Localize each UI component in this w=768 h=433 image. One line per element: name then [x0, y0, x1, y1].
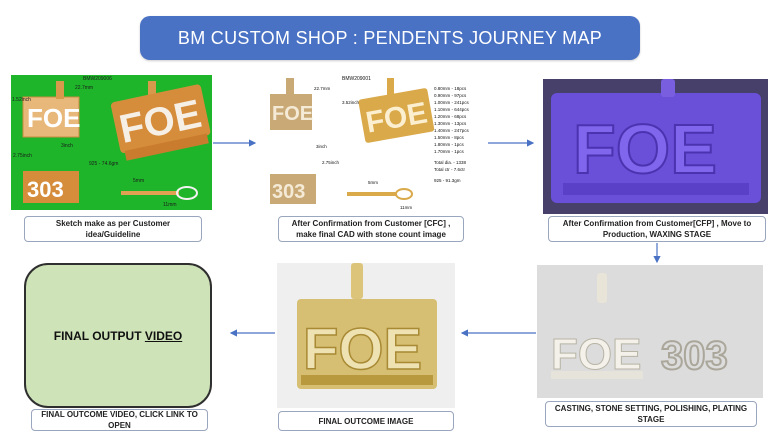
cad-303: 303	[272, 181, 305, 203]
cad-caption: After Confirmation from Customer [CFC] ,…	[278, 216, 464, 242]
final-image-caption: FINAL OUTCOME IMAGE	[278, 411, 454, 431]
cad-image: FOE FOE 303 BMW209001 22.7mm 3.52inch 3i…	[262, 72, 474, 214]
final-video-link[interactable]: VIDEO	[144, 328, 183, 343]
sketch-dim-6: 5mm	[133, 178, 144, 184]
sketch-dim-1: 22.7mm	[75, 85, 93, 91]
cad-code: BMW209001	[342, 76, 371, 82]
stone-row: 1.30mm - 13pcs	[434, 121, 467, 126]
cad-dim-3: 3inch	[316, 144, 327, 149]
cad-dim-2: 3.52inch	[342, 100, 360, 105]
sketch-dim-5: 925 - 74.6gm	[89, 161, 118, 167]
stone-row: 1.80mm - 1pcs	[434, 142, 465, 147]
final-video-box[interactable]: FINAL OUTPUT VIDEO	[24, 263, 212, 408]
stone-row: 1.20mm - 68pcs	[434, 114, 467, 119]
final-video-label: FINAL OUTPUT	[53, 328, 145, 343]
waxing-caption: After Confirmation from Customer[CFP] , …	[548, 216, 766, 242]
sketch-image: FOE FOE 303 BMW209006 22.7mm 1.52inch 3i…	[11, 75, 212, 210]
cad-dim-4: 2.75inch	[322, 160, 340, 165]
casting-image: FOE 303	[537, 265, 763, 398]
sketch-dim-4: 2.75inch	[13, 153, 32, 159]
stone-row: 1.00mm - 241pcs	[434, 100, 470, 105]
final-video-caption[interactable]: FINAL OUTCOME VIDEO, CLICK LINK TO OPEN	[31, 409, 208, 431]
stone-row: 1.10mm - 644pcs	[434, 107, 470, 112]
sketch-303: 303	[27, 177, 64, 202]
wax-foe: FOE	[573, 110, 717, 188]
stone-total: Total ctr - 7.6ctr	[434, 167, 466, 172]
waxing-image: FOE	[543, 79, 768, 214]
stone-row: 1.70mm - 1pcs	[434, 149, 465, 154]
casting-303: 303	[661, 334, 728, 378]
sketch-dim-7: 11mm	[163, 202, 177, 208]
sketch-caption: Sketch make as per Customer idea/Guideli…	[24, 216, 202, 242]
sketch-dim-3: 3inch	[61, 143, 73, 149]
sketch-code: BMW209006	[83, 76, 112, 82]
final-foe: FOE	[303, 317, 422, 382]
stone-row: 1.40mm - 247pcs	[434, 128, 470, 133]
final-image: FOE	[277, 263, 455, 408]
journey-title: BM CUSTOM SHOP : PENDENTS JOURNEY MAP	[140, 16, 640, 60]
stone-total: 925 - 91.3gm	[434, 178, 461, 183]
stone-total: Total dia. - 1338	[434, 160, 467, 165]
cad-foe-small: FOE	[272, 103, 313, 125]
cad-dim-5: 5mm	[368, 180, 378, 185]
cad-dim-1: 22.7mm	[314, 86, 331, 91]
cad-dim-6: 11mm	[400, 205, 412, 210]
sketch-dim-2: 1.52inch	[12, 97, 31, 103]
stone-row: 0.80mm - 18pcs	[434, 86, 467, 91]
stone-row: 1.50mm - 8pcs	[434, 135, 465, 140]
sketch-foe-small: FOE	[27, 103, 80, 133]
casting-caption: CASTING, STONE SETTING, POLISHING, PLATI…	[545, 401, 757, 427]
stone-row: 0.90mm - 97pcs	[434, 93, 467, 98]
